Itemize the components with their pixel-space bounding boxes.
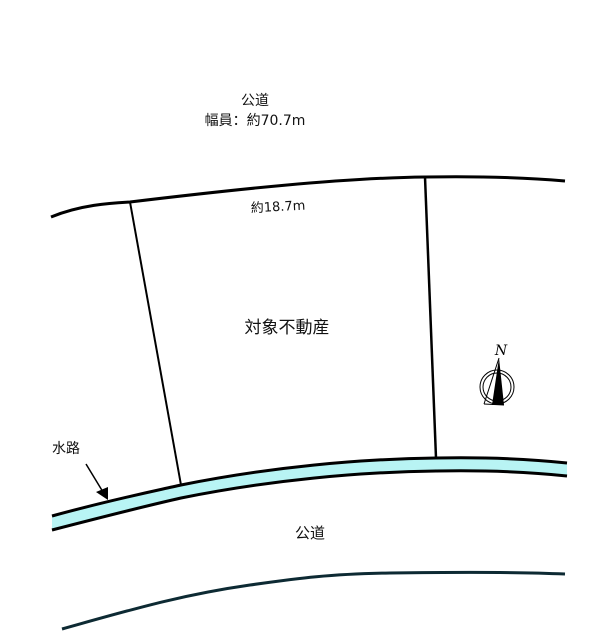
north-road-width-label: 幅員：約70.7m	[204, 113, 306, 129]
south-road-label: 公道	[294, 524, 325, 542]
parcel-east-boundary	[423, 176, 438, 459]
canal-south-edge	[51, 469, 568, 532]
compass-north-arrow-icon	[479, 357, 515, 406]
north-road-label: 公道	[241, 93, 269, 109]
canal-label: 水路	[52, 441, 80, 457]
north-road-boundary	[50, 175, 566, 219]
canal-pointer-arrowhead	[96, 487, 108, 500]
compass-north-label: N	[494, 343, 508, 359]
canal-north-edge	[51, 456, 568, 518]
canal-pointer-line	[85, 463, 104, 493]
south-road-far-boundary	[61, 570, 566, 631]
parcel-west-boundary	[129, 201, 182, 486]
subject-property-label: 対象不動産	[244, 318, 330, 338]
canal-waterway	[52, 457, 567, 530]
